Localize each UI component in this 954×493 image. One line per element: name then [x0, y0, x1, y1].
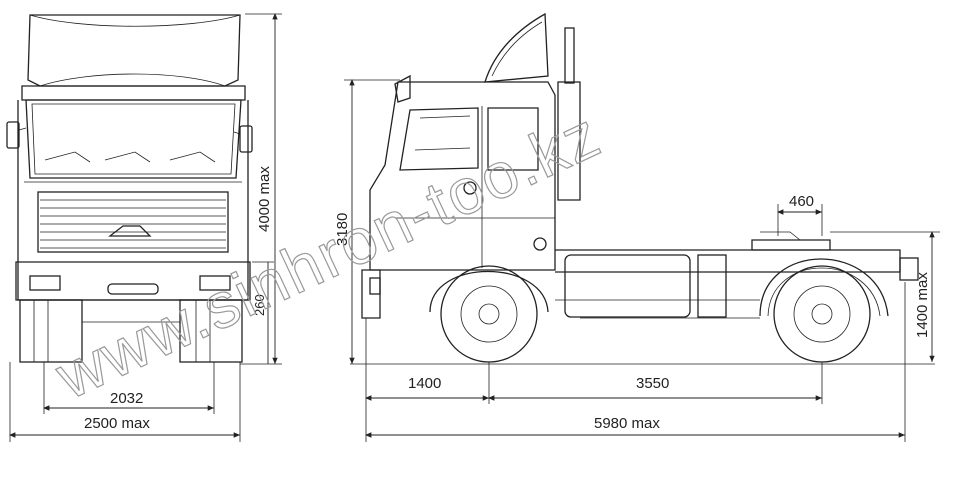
coupling-height-label: 1400 max	[914, 272, 931, 338]
track-label: 2032	[110, 390, 143, 407]
side-view	[350, 12, 935, 365]
front-view	[6, 14, 253, 363]
front-overhang-label: 1400	[408, 375, 441, 392]
side-dimensions	[344, 79, 940, 442]
wheelbase-label: 3550	[636, 375, 669, 392]
coupling-offset-label: 460	[789, 193, 814, 210]
watermark: www.sinhron-too.kz	[45, 98, 612, 413]
width-total-label: 2500 max	[84, 415, 150, 432]
height-ground-label: 260	[252, 294, 267, 316]
cab-height-label: 3180	[334, 213, 351, 246]
length-total-label: 5980 max	[594, 415, 660, 432]
height-total-label: 4000 max	[256, 166, 273, 232]
front-dimensions	[9, 13, 282, 442]
